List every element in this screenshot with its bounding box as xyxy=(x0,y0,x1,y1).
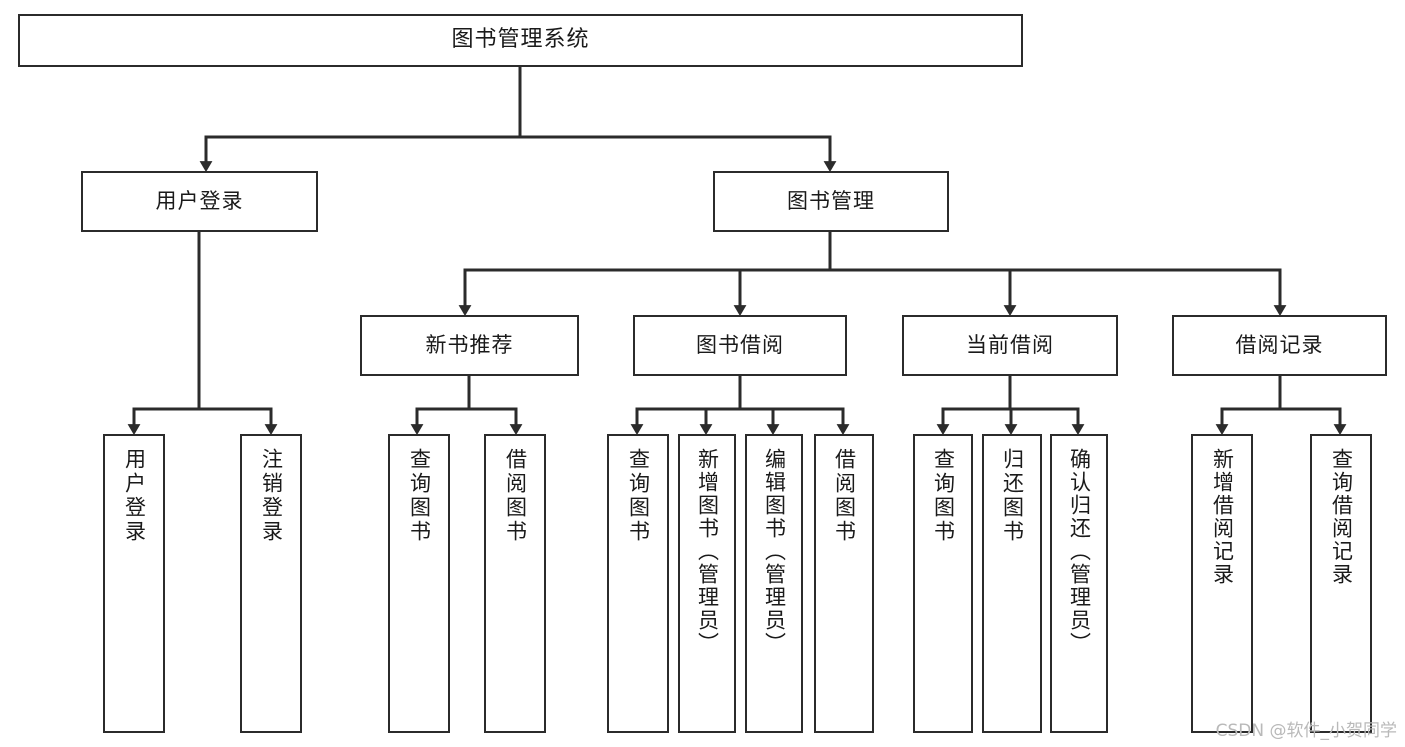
node-leaf-query-book-2[interactable]: 查询图书 xyxy=(607,434,669,733)
node-leaf-add-record-label: 新增借阅记录 xyxy=(1210,448,1235,586)
node-leaf-confirm-return[interactable]: 确认归还（管理员） xyxy=(1050,434,1108,733)
node-leaf-add-record[interactable]: 新增借阅记录 xyxy=(1191,434,1253,733)
node-new-book-recommend-label: 新书推荐 xyxy=(425,332,514,357)
node-leaf-query-book-1[interactable]: 查询图书 xyxy=(388,434,450,733)
node-book-manage-label: 图书管理 xyxy=(787,188,875,213)
node-leaf-user-login-label: 用户登录 xyxy=(122,448,147,544)
node-leaf-user-logout-label: 注销登录 xyxy=(259,448,284,544)
node-leaf-query-book-3[interactable]: 查询图书 xyxy=(913,434,973,733)
node-leaf-return-book-label: 归还图书 xyxy=(1000,448,1025,544)
node-borrow-record-label: 借阅记录 xyxy=(1235,332,1324,357)
node-leaf-query-book-3-label: 查询图书 xyxy=(931,448,956,544)
node-borrow-record[interactable]: 借阅记录 xyxy=(1172,315,1387,376)
node-leaf-borrow-book-1[interactable]: 借阅图书 xyxy=(484,434,546,733)
node-leaf-user-logout[interactable]: 注销登录 xyxy=(240,434,302,733)
node-current-borrow[interactable]: 当前借阅 xyxy=(902,315,1118,376)
node-leaf-edit-book[interactable]: 编辑图书（管理员） xyxy=(745,434,803,733)
node-leaf-query-book-2-label: 查询图书 xyxy=(626,448,651,544)
node-current-borrow-label: 当前借阅 xyxy=(966,332,1054,357)
node-leaf-borrow-book-2[interactable]: 借阅图书 xyxy=(814,434,874,733)
node-root-label: 图书管理系统 xyxy=(451,27,590,53)
node-leaf-query-record[interactable]: 查询借阅记录 xyxy=(1310,434,1372,733)
watermark: CSDN @软件_小贺同学 xyxy=(1215,721,1397,741)
node-new-book-recommend[interactable]: 新书推荐 xyxy=(360,315,579,376)
node-leaf-borrow-book-1-label: 借阅图书 xyxy=(503,448,528,544)
node-book-borrow[interactable]: 图书借阅 xyxy=(633,315,847,376)
node-leaf-confirm-return-label: 确认归还（管理员） xyxy=(1067,448,1092,655)
node-user-login-label: 用户登录 xyxy=(155,188,244,213)
node-leaf-user-login[interactable]: 用户登录 xyxy=(103,434,165,733)
node-leaf-edit-book-label: 编辑图书（管理员） xyxy=(762,448,787,655)
node-leaf-add-book[interactable]: 新增图书（管理员） xyxy=(678,434,736,733)
node-leaf-borrow-book-2-label: 借阅图书 xyxy=(832,448,857,544)
node-root[interactable]: 图书管理系统 xyxy=(18,14,1023,67)
node-user-login[interactable]: 用户登录 xyxy=(81,171,318,232)
node-leaf-add-book-label: 新增图书（管理员） xyxy=(695,448,720,655)
node-book-borrow-label: 图书借阅 xyxy=(696,332,784,357)
node-leaf-query-record-label: 查询借阅记录 xyxy=(1329,448,1354,586)
node-leaf-return-book[interactable]: 归还图书 xyxy=(982,434,1042,733)
node-leaf-query-book-1-label: 查询图书 xyxy=(407,448,432,544)
node-book-manage[interactable]: 图书管理 xyxy=(713,171,949,232)
